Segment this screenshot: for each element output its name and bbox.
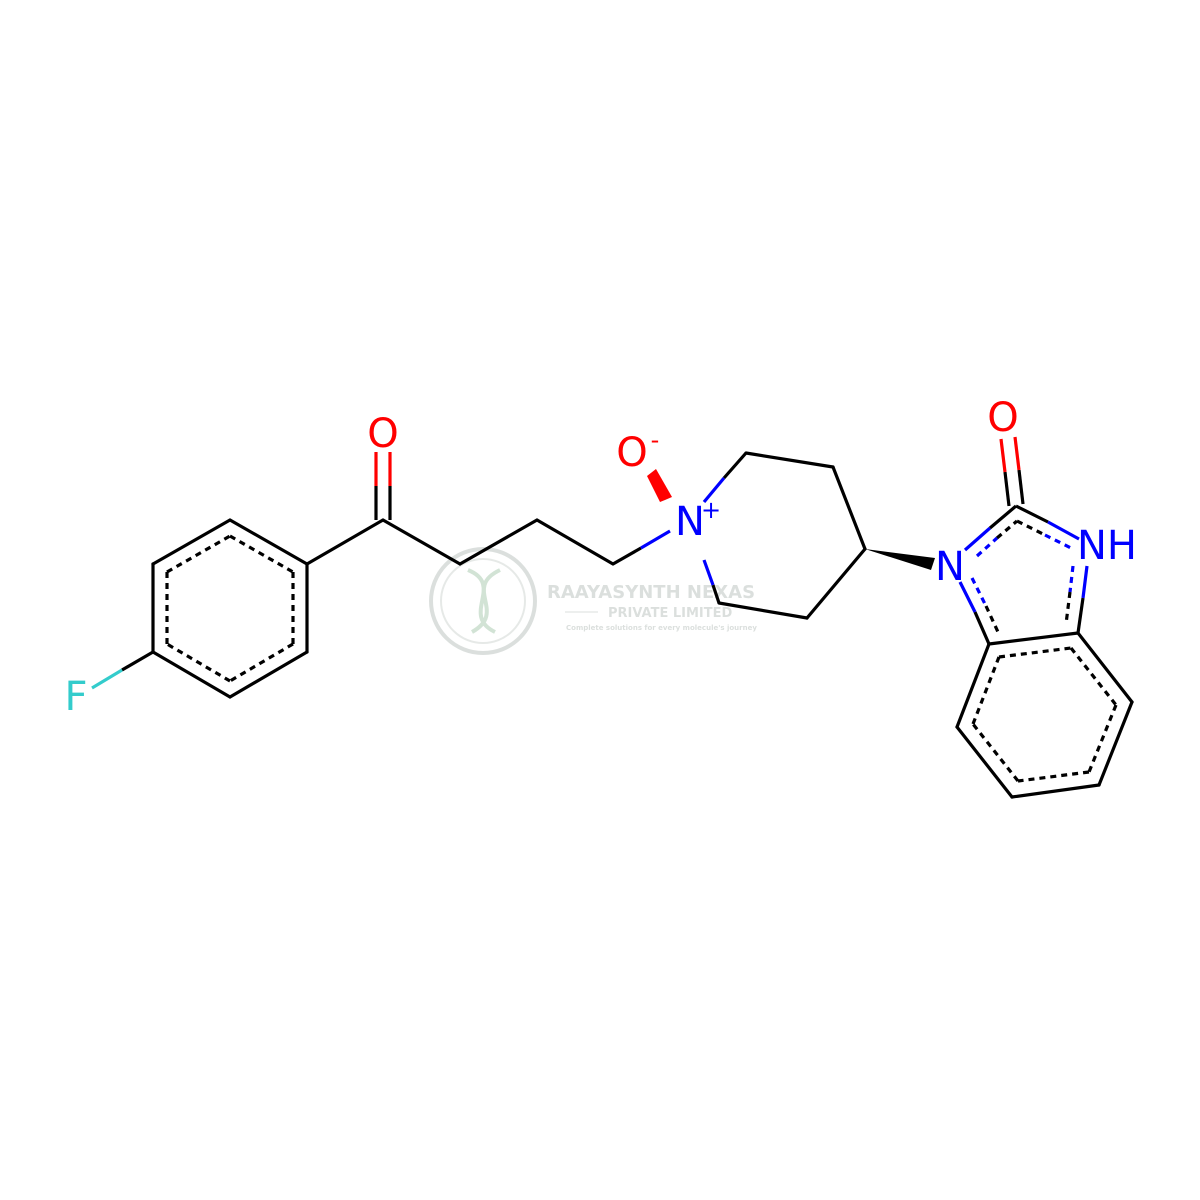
n-oxide-oxygen-charge: -: [651, 426, 660, 454]
benzo-ring: [955, 631, 1134, 799]
c4-n1-wedge-bond: [865, 549, 935, 570]
ketone-oxygen-atom: O: [367, 411, 398, 457]
watermark-tagline: Complete solutions for every molecule's …: [566, 624, 757, 632]
benzimidazole-n1-atom: N: [935, 544, 965, 590]
watermark-subtitle: PRIVATE LIMITED: [608, 606, 733, 621]
watermark: RAAYASYNTH NEXAS PRIVATE LIMITED Complet…: [429, 547, 757, 655]
n-oxide-wedge-bond: [647, 469, 672, 502]
piperidine-nitrogen-charge: +: [701, 496, 721, 524]
cf-bond: [91, 650, 154, 690]
carbonyl-double-bond: [999, 436, 1025, 507]
watermark-helix-icon: [467, 568, 501, 634]
imidazolone-ring: [958, 504, 1089, 645]
butyl-ketone-chain: [305, 518, 671, 566]
benzimidazole-nh-atom: NH: [1077, 523, 1137, 569]
ketone-double-bond: [374, 452, 392, 520]
piperidine-ring: [702, 451, 867, 620]
fluorophenyl-ring: [151, 518, 309, 699]
watermark-company: RAAYASYNTH NEXAS: [547, 582, 755, 603]
carbonyl-oxygen-atom: O: [987, 395, 1018, 441]
fluorine-atom: F: [64, 674, 87, 720]
watermark-logo-inner-icon: [440, 558, 526, 644]
piperidine-nitrogen-atom: N: [675, 499, 705, 545]
watermark-logo-icon: [429, 547, 537, 655]
n-oxide-oxygen-atom: O: [616, 430, 647, 476]
